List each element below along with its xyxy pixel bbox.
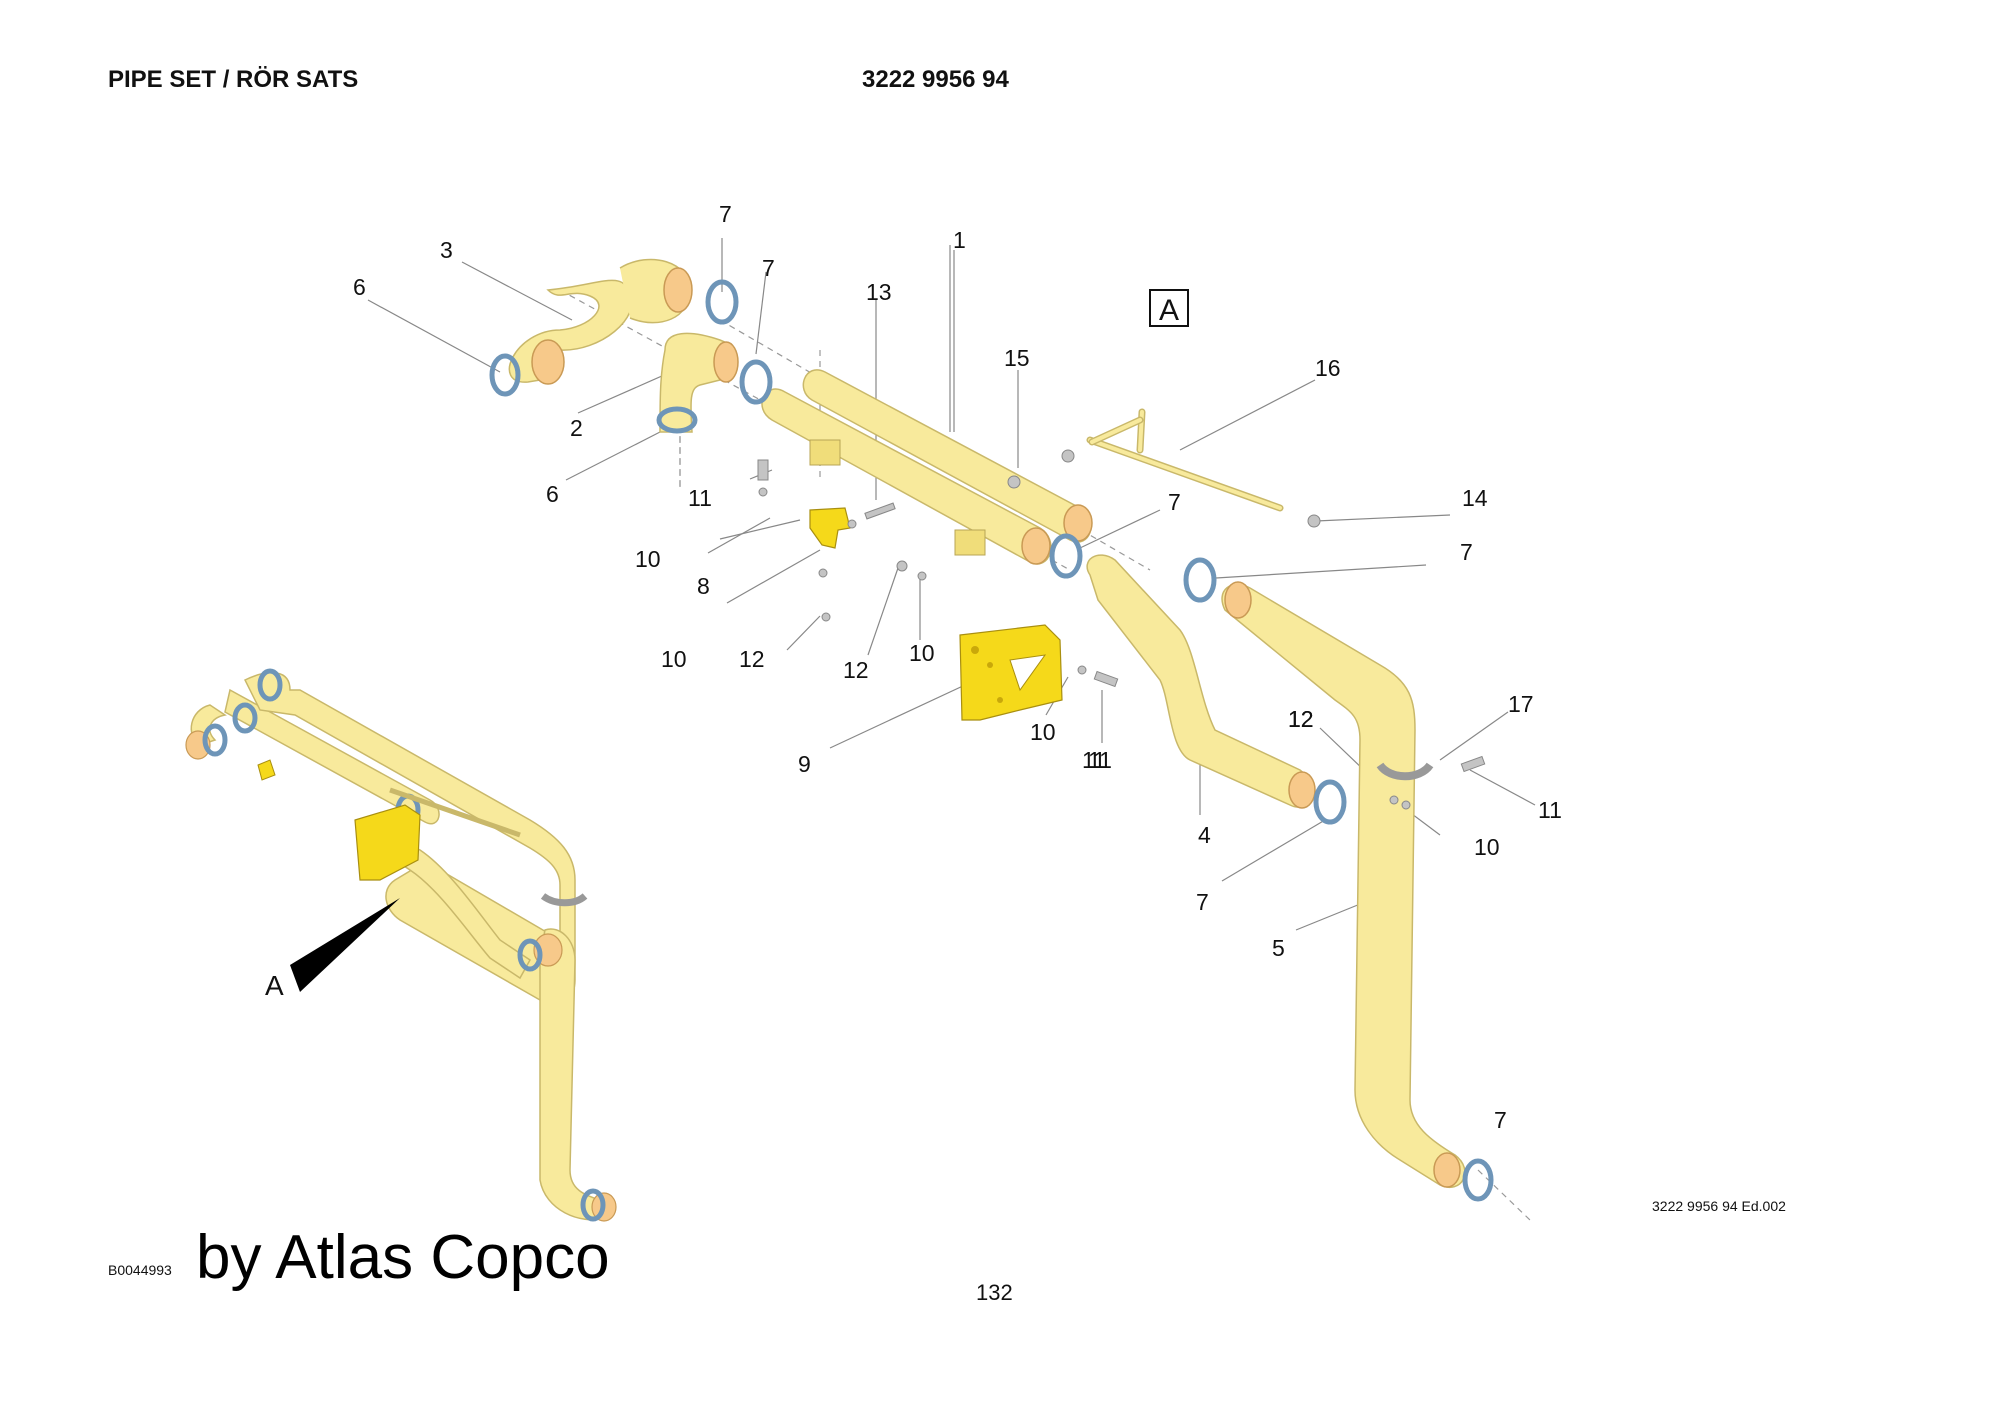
- callout-label: 11: [1082, 747, 1106, 773]
- bracket-9: [959, 624, 1063, 721]
- callout-label: 3: [440, 237, 453, 263]
- pipe-5: [1221, 581, 1466, 1188]
- callout-label: 7: [1494, 1107, 1507, 1133]
- callout-label: 16: [1315, 355, 1341, 381]
- callout-label: 11: [688, 485, 712, 511]
- callout-label: 6: [353, 274, 366, 300]
- callout-label: 10: [1030, 719, 1056, 745]
- callout-label: 12: [1288, 706, 1314, 732]
- callout-label: 12: [843, 657, 869, 683]
- view-marker-box: A: [1149, 289, 1189, 327]
- bracket-8: [809, 507, 851, 549]
- callout-label: 9: [798, 751, 811, 777]
- callout-label: 6: [546, 481, 559, 507]
- callout-label: 2: [570, 415, 583, 441]
- callout-label: 1: [953, 227, 966, 253]
- rod-16: [1086, 408, 1284, 512]
- callout-label: 10: [909, 640, 935, 666]
- callout-label: 11: [1538, 797, 1562, 823]
- callout-label: 17: [1508, 691, 1534, 717]
- page-title: PIPE SET / RÖR SATS: [108, 66, 359, 93]
- assembled-overview: [185, 668, 617, 1222]
- hose-clamps: [489, 279, 1494, 1202]
- elbow-2: [659, 332, 739, 433]
- callout-label: 10: [635, 546, 661, 572]
- callout-label: 10: [1474, 834, 1500, 860]
- callout-label: 7: [719, 201, 732, 227]
- callout-label: 10: [661, 646, 687, 672]
- callout-label: 15: [1004, 345, 1030, 371]
- callout-label: 4: [1198, 822, 1211, 848]
- pipe-1: [802, 369, 1093, 543]
- view-arrow-label: A: [265, 970, 284, 1001]
- callout-label: 13: [866, 279, 892, 305]
- callout-label: 12: [739, 646, 765, 672]
- callout-label: 14: [1462, 485, 1488, 511]
- callout-label: 7: [1168, 489, 1181, 515]
- callout-label: 12: [1288, 706, 1314, 732]
- pipe-3-s-bend: [508, 258, 693, 385]
- part-number: 3222 9956 94: [862, 66, 1009, 93]
- callout-label: 7: [762, 255, 775, 281]
- callout-label: 5: [1272, 935, 1285, 961]
- page-number: 132: [976, 1280, 1013, 1305]
- image-code: B0044993: [108, 1262, 172, 1278]
- callout-label: 11: [1088, 747, 1112, 773]
- callout-label: 7: [1460, 539, 1473, 565]
- callout-label: 7: [1196, 889, 1209, 915]
- callout-labels: 1 2 3 4 5 6 6 7 7 7 7 7 7 8 9 10 10 10 1…: [353, 201, 1562, 1133]
- pipe-4: [1086, 554, 1316, 809]
- edition-code: 3222 9956 94 Ed.002: [1652, 1198, 1786, 1214]
- view-marker-label: A: [1159, 294, 1179, 327]
- brand-text: by Atlas Copco: [196, 1223, 610, 1292]
- pipe-lower-long: [761, 388, 1052, 565]
- callout-label: 8: [697, 573, 710, 599]
- fasteners: [757, 449, 1486, 810]
- view-arrow: A: [265, 898, 400, 1001]
